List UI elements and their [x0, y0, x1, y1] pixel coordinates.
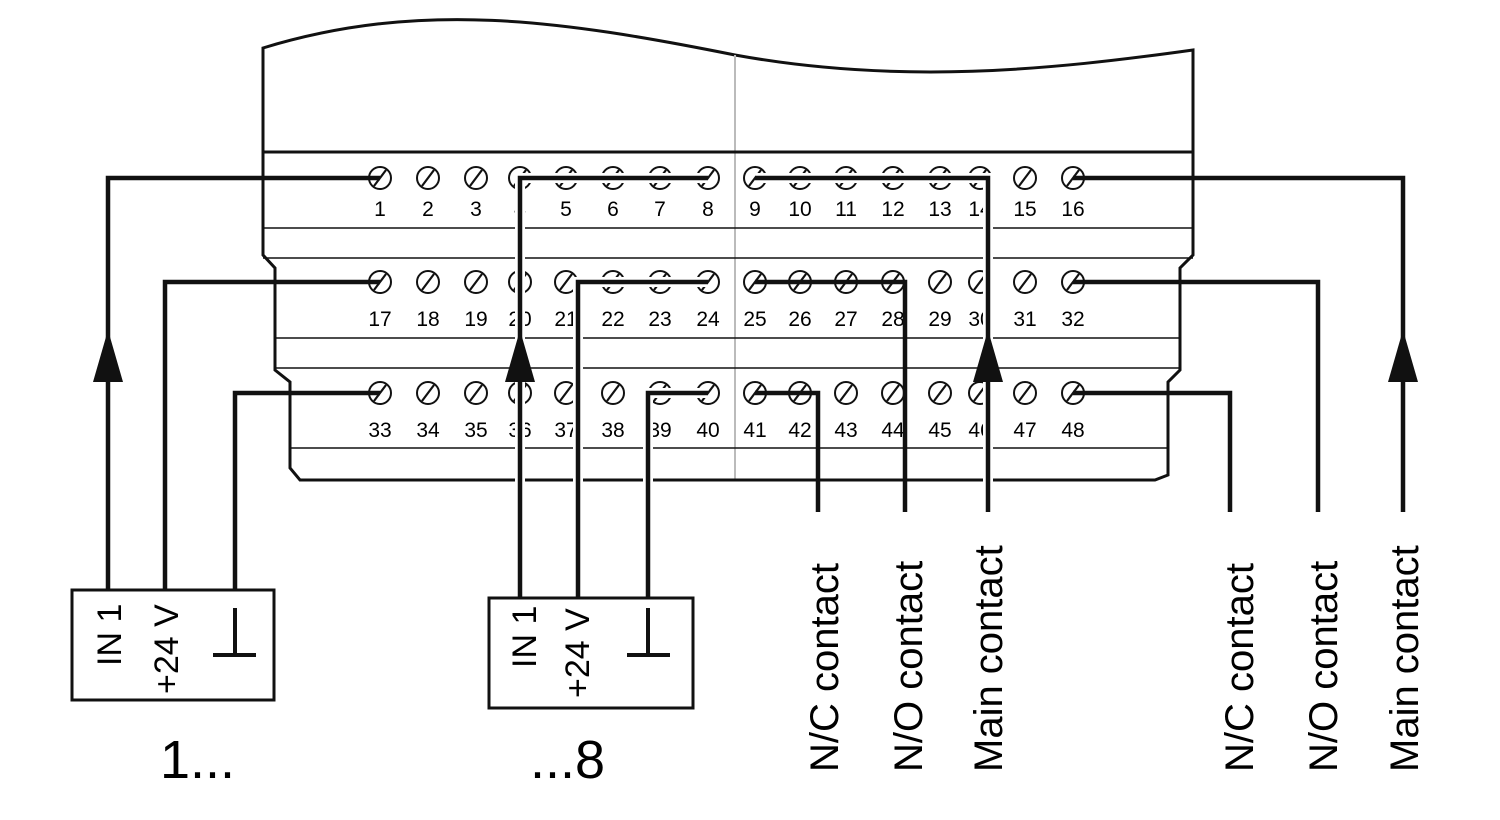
terminal-number: 29: [928, 308, 951, 331]
terminal-screw-icon: [881, 381, 905, 405]
wire-no-contact-2: [1073, 279, 1321, 512]
terminal-number: 25: [743, 308, 766, 331]
module-housing: [261, 18, 1195, 482]
terminal-number: 7: [654, 198, 666, 221]
main-contact-label-2: Main contact: [1383, 545, 1427, 772]
terminal-number: 39: [648, 419, 671, 442]
terminal-number: 13: [928, 198, 951, 221]
terminal-number: 35: [464, 419, 487, 442]
terminal-screw-icon: [928, 381, 952, 405]
terminal-number: 37: [554, 419, 577, 442]
no-contact-label-1: N/O contact: [887, 561, 931, 772]
terminal-number: 16: [1061, 198, 1084, 221]
main-contact-label-1: Main contact: [967, 545, 1011, 772]
terminal-number: 23: [648, 308, 671, 331]
terminal-number: 2: [422, 198, 434, 221]
terminal-screw-icon: [1013, 381, 1037, 405]
terminal-number: 1: [374, 198, 386, 221]
terminal-number: 27: [834, 308, 857, 331]
wire-main-contact-1: [755, 175, 991, 512]
terminal-number: 26: [788, 308, 811, 331]
terminal-number: 18: [416, 308, 439, 331]
terminal-number: 45: [928, 419, 951, 442]
terminal-number: 43: [834, 419, 857, 442]
terminal-number: 31: [1013, 308, 1036, 331]
terminal-number: 21: [554, 308, 577, 331]
terminal-number: 40: [696, 419, 719, 442]
terminal-number: 48: [1061, 419, 1084, 442]
arrow-up-icon: [973, 330, 1003, 382]
terminal-screw-icon: [834, 381, 858, 405]
terminal-number: 22: [601, 308, 624, 331]
terminal-screw-icon: [464, 381, 488, 405]
terminal-number: 33: [368, 419, 391, 442]
nc-contact-label-1: N/C contact: [803, 563, 847, 772]
terminal-screw-icon: [416, 270, 440, 294]
direction-arrows: [93, 330, 1418, 382]
terminal-number: 6: [607, 198, 619, 221]
terminal-number: 47: [1013, 419, 1036, 442]
terminal-number: 32: [1061, 308, 1084, 331]
wiring: [105, 173, 1406, 598]
terminal-number: 10: [788, 198, 811, 221]
terminal-number: 9: [749, 198, 761, 221]
arrow-up-icon: [505, 330, 535, 382]
terminal-screw-icon: [464, 270, 488, 294]
terminal-screw-icon: [464, 166, 488, 190]
device8-power-label: +24 V: [559, 608, 597, 698]
wire-gnd-device8: [645, 390, 708, 598]
wire-no-contact-1: [755, 279, 908, 512]
terminal-screw-icon: [554, 381, 578, 405]
terminal-number: 8: [702, 198, 714, 221]
wire-in1-device1: [105, 175, 380, 590]
wire-main-contact-2: [1073, 175, 1406, 512]
terminal-number: 15: [1013, 198, 1036, 221]
wire-nc-contact-1: [755, 390, 821, 512]
nc-contact-label-2: N/C contact: [1218, 563, 1262, 772]
terminal-screw-icon: [416, 381, 440, 405]
device1-power-label: +24 V: [148, 604, 186, 694]
terminal-screw-icon: [601, 381, 625, 405]
wire-gnd-device1: [232, 390, 380, 590]
terminal-number: 24: [696, 308, 720, 331]
terminal-number: 41: [743, 419, 766, 442]
device1-in-label: IN 1: [91, 604, 129, 666]
terminal-number: 42: [788, 419, 811, 442]
terminal-number: 44: [881, 419, 905, 442]
wire-in1-device8: [517, 175, 708, 598]
device-box-1: IN 1 +24 V: [70, 588, 276, 702]
arrow-up-icon: [93, 330, 123, 382]
terminal-screw-icon: [928, 270, 952, 294]
device8-caption: ...8: [530, 730, 605, 790]
device-box-8: IN 1 +24 V: [487, 596, 695, 710]
terminal-number: 17: [368, 308, 391, 331]
terminal-number: 34: [416, 419, 440, 442]
terminal-number: 11: [835, 198, 857, 221]
no-contact-label-2: N/O contact: [1302, 561, 1346, 772]
terminal-number: 38: [601, 419, 624, 442]
terminal-screw-icon: [416, 166, 440, 190]
wire-nc-contact-2: [1073, 390, 1233, 512]
device1-caption: 1...: [160, 730, 235, 790]
terminal-number: 19: [464, 308, 487, 331]
terminal-number: 28: [881, 308, 904, 331]
terminal-number: 12: [881, 198, 904, 221]
device8-in-label: IN 1: [506, 606, 544, 668]
arrow-up-icon: [1388, 330, 1418, 382]
wire-24v-device1: [162, 279, 380, 590]
terminal-screw-icon: [1013, 270, 1037, 294]
terminal-number: 5: [560, 198, 572, 221]
wire-24v-device8: [575, 279, 708, 598]
terminal-number: 3: [470, 198, 482, 221]
terminal-screw-icon: [1013, 166, 1037, 190]
